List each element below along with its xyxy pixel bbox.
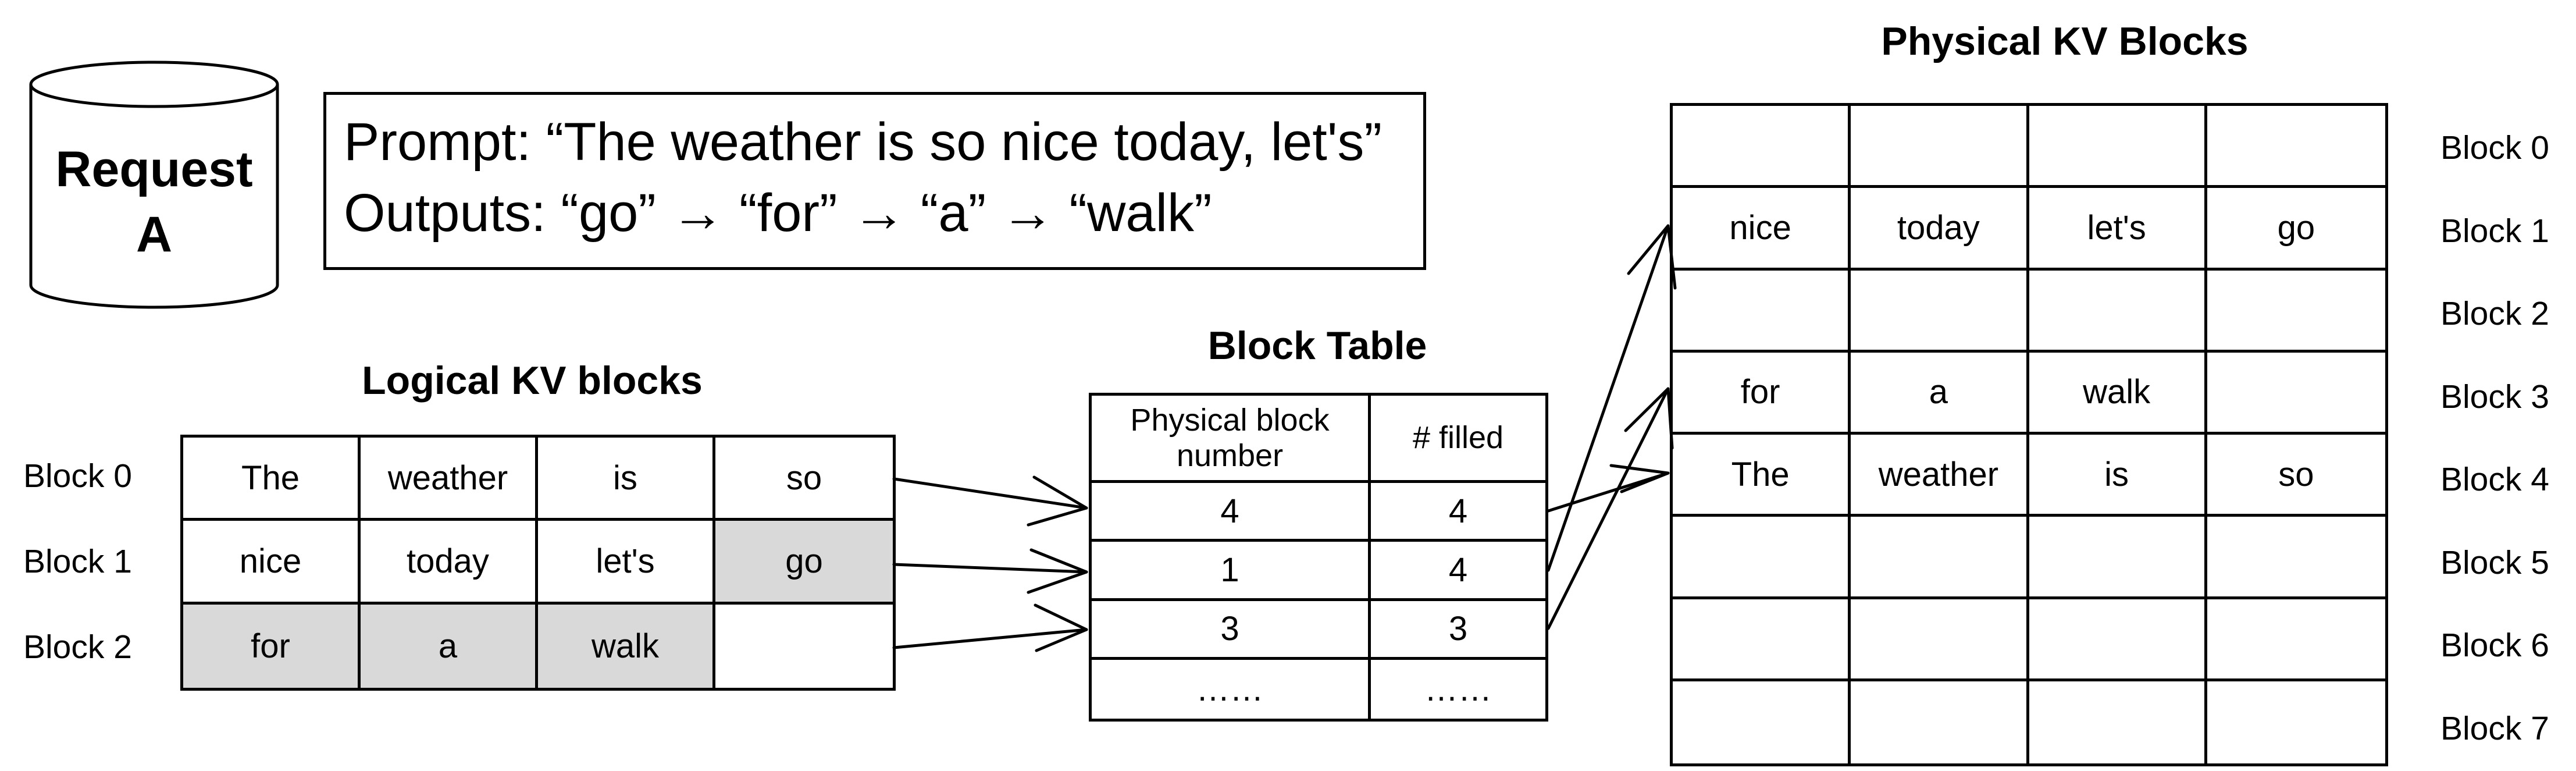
request-label: Request A: [29, 137, 279, 267]
logical-title: Logical KV blocks: [362, 358, 703, 403]
physical-token-cell: [1851, 681, 2029, 763]
physical-token-cell: [1673, 599, 1851, 681]
request-cylinder: [29, 61, 279, 309]
arrow-logical-block0-head: [1027, 475, 1088, 527]
physical-block-label: Block 3: [2440, 378, 2549, 415]
physical-token-cell: [2029, 681, 2207, 763]
logical-block-label: Block 0: [23, 457, 132, 495]
logical-token-cell: nice: [183, 521, 361, 605]
physical-token-cell: [1851, 517, 2029, 599]
prompt-line: Prompt: “The weather is so nice today, l…: [344, 112, 1383, 172]
logical-token-cell: let's: [538, 521, 715, 605]
physical-block-label: Block 4: [2440, 461, 2549, 499]
filled-count-cell: 4: [1371, 483, 1545, 542]
physical-token-cell: The: [1673, 435, 1851, 517]
physical-token-cell: [1851, 599, 2029, 681]
physical-token-cell: [2029, 599, 2207, 681]
block-table-header: # filled: [1371, 396, 1545, 483]
physical-block-number-cell: 1: [1092, 542, 1371, 601]
physical-token-cell: [1851, 270, 2029, 353]
logical-token-cell: is: [538, 438, 715, 521]
physical-token-cell: go: [2207, 188, 2385, 271]
physical-token-cell: for: [1673, 352, 1851, 435]
physical-token-cell: [2207, 353, 2385, 435]
physical-token-cell: [1673, 106, 1851, 189]
arrow-table-row2: [1547, 387, 1670, 630]
physical-block-label: Block 7: [2440, 709, 2549, 747]
arrow-table-row0-head: [1609, 464, 1670, 493]
physical-token-cell: so: [2207, 435, 2385, 517]
arrow-table-row1-head: [1627, 224, 1677, 290]
physical-token-cell: walk: [2029, 352, 2207, 435]
physical-token-cell: [2207, 271, 2385, 353]
arrow-logical-block1: [892, 563, 1088, 574]
physical-token-cell: today: [1851, 188, 2029, 271]
arrow-logical-block2-head: [1034, 603, 1088, 652]
arrow-table-row0: [1547, 471, 1670, 513]
physical-token-cell: [2029, 270, 2207, 353]
arrow-logical-block0: [892, 477, 1088, 510]
physical-token-cell: [1673, 681, 1851, 763]
physical-token-cell: is: [2029, 435, 2207, 517]
physical-token-cell: [2029, 106, 2207, 189]
arrow-logical-block2: [892, 628, 1088, 649]
physical-block-label: Block 6: [2440, 627, 2549, 665]
physical-block-label: Block 2: [2440, 295, 2549, 333]
logical-block-label: Block 2: [23, 628, 132, 666]
physical-block-number-cell: 3: [1092, 601, 1371, 660]
logical-token-cell: so: [715, 438, 893, 521]
filled-count-cell: ……: [1424, 670, 1492, 708]
physical-token-cell: [2207, 106, 2385, 189]
physical-block-number-cell: 4: [1092, 483, 1371, 542]
logical-block-label: Block 1: [23, 543, 132, 580]
arrow-logical-block1-head: [1027, 548, 1088, 594]
logical-token-cell: for: [183, 604, 361, 688]
physical-token-cell: let's: [2029, 188, 2207, 271]
physical-token-cell: [2029, 517, 2207, 599]
arrow-table-row2-head: [1624, 387, 1674, 450]
physical-token-cell: [2207, 599, 2385, 681]
block-table-header: Physical block number: [1092, 396, 1371, 483]
arrow-table-row1: [1547, 224, 1670, 572]
filled-count-cell: 4: [1371, 542, 1545, 601]
physical-token-cell: [1851, 106, 2029, 189]
physical-token-cell: [1673, 270, 1851, 353]
physical-title: Physical KV Blocks: [1881, 19, 2249, 63]
physical-token-cell: [2207, 517, 2385, 599]
physical-token-cell: [1673, 517, 1851, 599]
outputs-line: Outputs: “go” → “for” → “a” → “walk”: [344, 183, 1212, 243]
prompt-box: Prompt: “The weather is so nice today, l…: [323, 92, 1426, 270]
logical-token-cell: The: [183, 438, 361, 521]
physical-block-label: Block 0: [2440, 129, 2549, 167]
filled-count-cell: 3: [1371, 601, 1545, 660]
logical-token-cell: go: [715, 521, 893, 605]
logical-token-cell: walk: [538, 604, 715, 688]
request-label-line2: A: [136, 207, 173, 262]
request-label-line1: Request: [55, 141, 253, 197]
logical-token-cell: weather: [361, 438, 538, 521]
logical-token-cell: a: [361, 604, 538, 688]
physical-token-cell: a: [1851, 352, 2029, 435]
physical-token-cell: weather: [1851, 435, 2029, 517]
block-table-title: Block Table: [1207, 324, 1427, 368]
physical-token-cell: nice: [1673, 188, 1851, 271]
physical-block-number-cell: ……: [1092, 659, 1371, 719]
physical-block-label: Block 5: [2440, 543, 2549, 581]
physical-block-label: Block 1: [2440, 212, 2549, 250]
logical-token-cell: today: [361, 521, 538, 605]
